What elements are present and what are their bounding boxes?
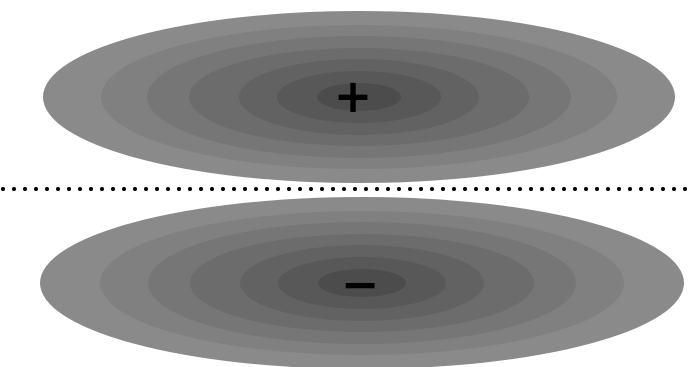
minus-sign-label: − bbox=[341, 257, 380, 311]
positive-lobe bbox=[43, 11, 675, 183]
bottom-lobe-band-7 bbox=[318, 269, 406, 297]
negative-lobe bbox=[40, 197, 684, 367]
top-lobe-band-7 bbox=[317, 83, 401, 111]
plus-sign-label: + bbox=[334, 69, 373, 123]
